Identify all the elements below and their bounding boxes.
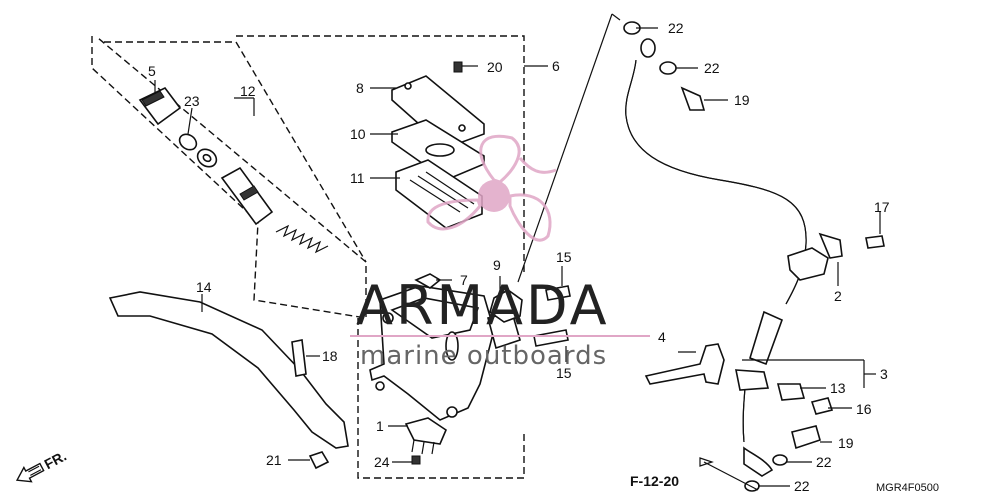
callout-16: 16 — [856, 401, 872, 417]
watermark-tagline: marine outboards — [360, 341, 607, 371]
callout-22-d: 22 — [794, 478, 810, 494]
callout-10: 10 — [350, 126, 366, 142]
callout-5: 5 — [148, 63, 156, 79]
bolt-part-19-bottom — [791, 425, 821, 450]
group-12-inner-border — [104, 41, 367, 263]
washer — [196, 148, 218, 168]
diagram-code: MGR4F0500 — [876, 482, 939, 494]
cover-part-8 — [391, 75, 485, 149]
callout-23: 23 — [184, 93, 200, 109]
callout-labels: 5 23 12 8 10 11 20 6 7 9 15 15 14 18 21 … — [148, 20, 890, 494]
front-indicator-label: FR. — [42, 448, 69, 473]
washer-22-b — [659, 61, 677, 75]
callout-12: 12 — [240, 83, 256, 99]
leader-lines — [154, 13, 881, 491]
callout-14: 14 — [196, 279, 212, 295]
front-arrow-icon: FR. — [15, 448, 69, 483]
washer-22-c — [772, 454, 788, 466]
callout-2: 2 — [834, 288, 842, 304]
switch-part-1 — [404, 417, 447, 455]
clamp-part-2 — [787, 232, 843, 281]
brake-hose — [625, 59, 807, 477]
callout-21: 21 — [266, 452, 282, 468]
diaphragm-part-11 — [395, 159, 483, 229]
pivot-bolt-part-18 — [291, 339, 307, 377]
callout-22-b: 22 — [704, 60, 720, 76]
callout-8: 8 — [356, 80, 364, 96]
callout-17: 17 — [874, 199, 890, 215]
master-cylinder-body — [369, 285, 521, 421]
callout-20: 20 — [487, 59, 503, 75]
watermark-brand: ARMADA — [356, 274, 610, 337]
screw-part-20 — [453, 61, 463, 73]
piston — [220, 166, 274, 226]
callout-4: 4 — [658, 329, 666, 345]
group-6-side — [357, 318, 525, 479]
callout-13: 13 — [830, 380, 846, 396]
callout-19-bottom: 19 — [838, 435, 854, 451]
bolt-part-16 — [810, 397, 834, 415]
bolt-part-17 — [865, 235, 885, 249]
callout-24: 24 — [374, 454, 390, 470]
clamp-part-9 — [489, 289, 523, 323]
bolt-part-15-upper — [545, 285, 571, 301]
banjo-fitting-top — [640, 38, 656, 58]
callout-22-c: 22 — [816, 454, 832, 470]
boot-part-5 — [138, 86, 182, 126]
callout-15-upper: 15 — [556, 249, 572, 265]
group-6-border — [236, 35, 525, 276]
circlip-part-23 — [178, 133, 198, 151]
callout-9: 9 — [493, 257, 501, 273]
callout-18: 18 — [322, 348, 338, 364]
group-12-border — [91, 36, 367, 319]
watermark-logo — [426, 134, 557, 242]
lever-part-14 — [108, 291, 349, 449]
bolt-part-15-lower — [533, 329, 569, 347]
callout-6: 6 — [552, 58, 560, 74]
section-reference[interactable]: F-12-20 — [630, 473, 679, 489]
callout-22-a: 22 — [668, 20, 684, 36]
bolt-part-19-top — [680, 86, 706, 111]
spring — [275, 224, 329, 254]
callout-15-lower: 15 — [556, 365, 572, 381]
callout-11: 11 — [350, 170, 365, 186]
callout-19-top: 19 — [734, 92, 750, 108]
nut-part-21 — [308, 451, 330, 470]
bracket-part-4 — [644, 343, 725, 385]
callout-7: 7 — [460, 272, 468, 288]
clip-part-13 — [735, 369, 806, 401]
callout-1: 1 — [376, 418, 384, 434]
screw-part-24 — [411, 455, 421, 465]
callout-3: 3 — [880, 366, 888, 382]
